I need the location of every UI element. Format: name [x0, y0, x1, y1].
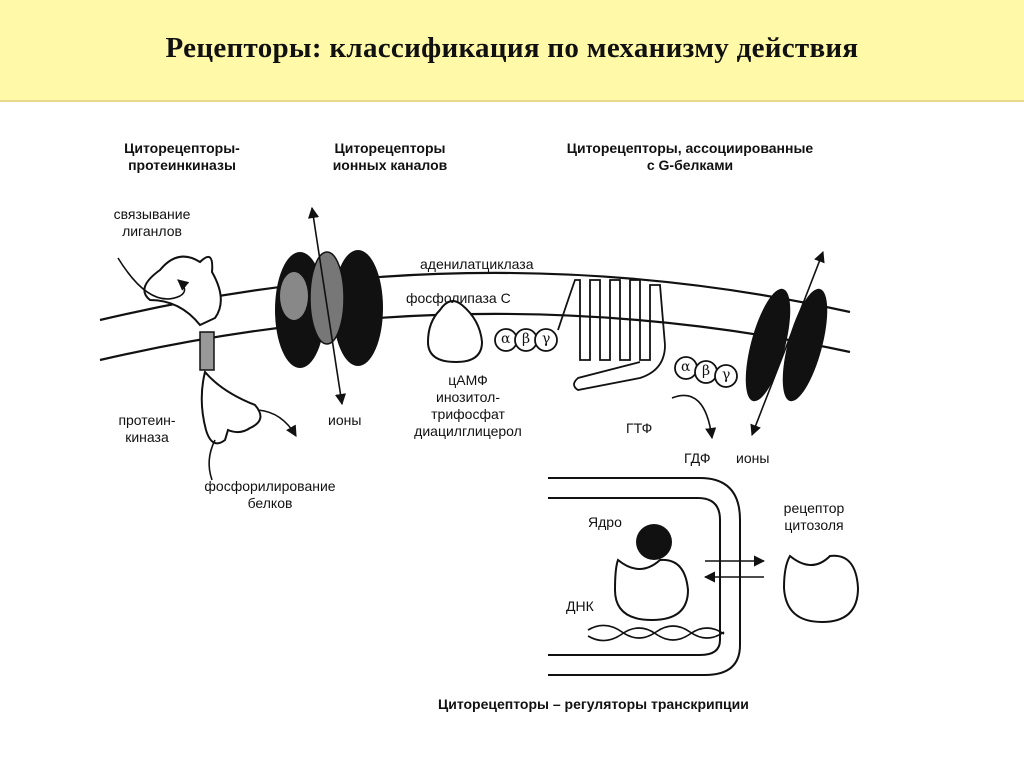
dna-helix	[587, 624, 725, 642]
gdp-label: ГДФ	[684, 450, 711, 466]
protein-kinase-label: протеин- киназа	[118, 412, 176, 445]
g-protein-2	[674, 356, 738, 388]
cytosol-receptor-label: рецептор цитозоля	[783, 500, 845, 533]
protein-kinase-receptor	[117, 255, 297, 481]
g1-beta: β	[522, 331, 531, 347]
group-title-transcription: Циторецепторы – регуляторы транскрипции	[438, 696, 749, 712]
g1-alpha: α	[501, 331, 511, 347]
gtp-label: ГТФ	[626, 420, 653, 436]
nuclear-receptor	[613, 558, 690, 622]
title-band: Рецепторы: классификация по механизму де…	[0, 0, 1024, 102]
effector-enzyme	[426, 300, 484, 364]
ion-channel-receptor	[275, 206, 383, 406]
gtp-gdp-arrow	[671, 394, 717, 440]
adenylate-cyclase-label: аденилатциклаза	[420, 256, 534, 272]
g2-alpha: α	[681, 359, 691, 375]
nucleus-compartment	[548, 477, 766, 676]
ions-label-2: ионы	[736, 450, 770, 466]
phospholipase-label: фосфолипаза С	[406, 290, 511, 306]
g-protein-1	[494, 328, 558, 352]
gpcr-receptor	[557, 279, 666, 391]
ligand-binding-label: связывание лиганлов	[113, 206, 191, 239]
slide-title: Рецепторы: классификация по механизму де…	[165, 32, 859, 64]
g2-beta: β	[702, 363, 711, 379]
dna-label: ДНК	[566, 598, 594, 614]
nucleus-label: Ядро	[588, 514, 622, 530]
second-messengers-label: цАМФ инозитол- трифосфат диацилглицерол	[414, 372, 522, 439]
ion-channel-2	[745, 250, 828, 437]
g2-gamma: γ	[722, 367, 731, 383]
ions-label-1: ионы	[328, 412, 362, 428]
phosphorylation-label: фосфорилирование белков	[204, 478, 336, 511]
group-title-g-protein: Циторецепторы, ассоциированные с G-белка…	[566, 140, 814, 173]
ligand-in-nucleus	[636, 524, 672, 560]
cytosol-receptor	[782, 554, 860, 624]
group-title-ion-channels: Циторецепторы ионных каналов	[332, 140, 448, 173]
group-title-protein-kinases: Циторецепторы- протеинкиназы	[124, 140, 240, 173]
g1-gamma: γ	[542, 331, 551, 347]
